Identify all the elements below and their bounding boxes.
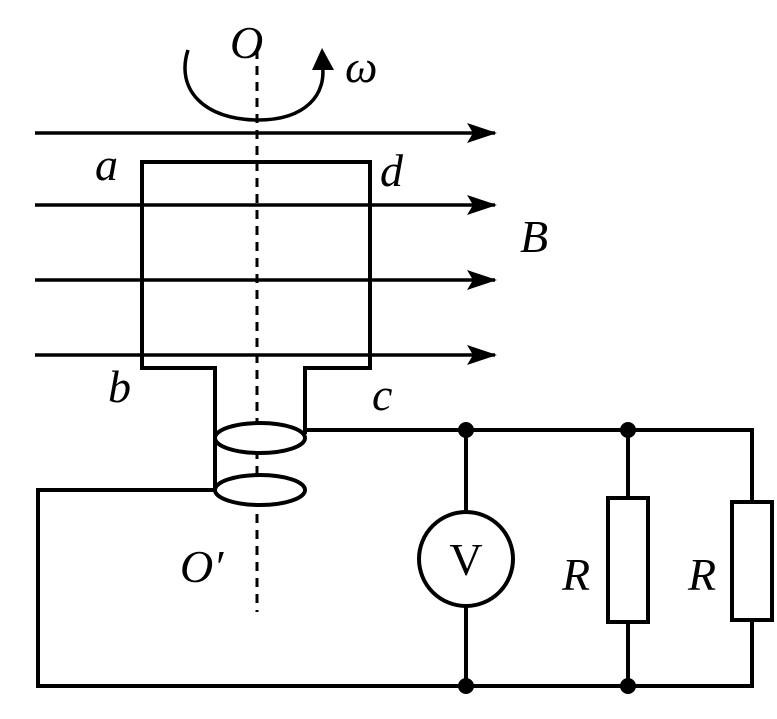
junction-dot [458,422,474,438]
junction-dot [620,422,636,438]
left-return-wire [36,488,754,688]
field-label: B [520,211,548,262]
corner-d-label: d [380,145,404,196]
corner-a-label: a [95,139,118,190]
slip-ring-upper [213,421,307,455]
resistor-2 [730,500,774,622]
junction-dot [458,678,474,694]
corner-b-label: b [108,361,131,412]
voltmeter [417,510,515,608]
coil-loop [140,160,372,434]
resistor-1 [606,496,650,624]
rotation-arrowhead [312,48,334,70]
rotation-arrow [183,49,325,122]
axis-bottom-label: O′ [180,541,224,592]
resistor-2-label: R [687,549,716,600]
resistor-1-label: R [561,549,590,600]
slip-ring-lower [213,473,307,507]
top-rail-wire [303,428,754,504]
omega-label: ω [345,41,377,92]
voltmeter-label: V [449,534,482,585]
junction-dot [620,678,636,694]
axis-top-label: O [230,17,263,68]
corner-c-label: c [372,369,392,420]
